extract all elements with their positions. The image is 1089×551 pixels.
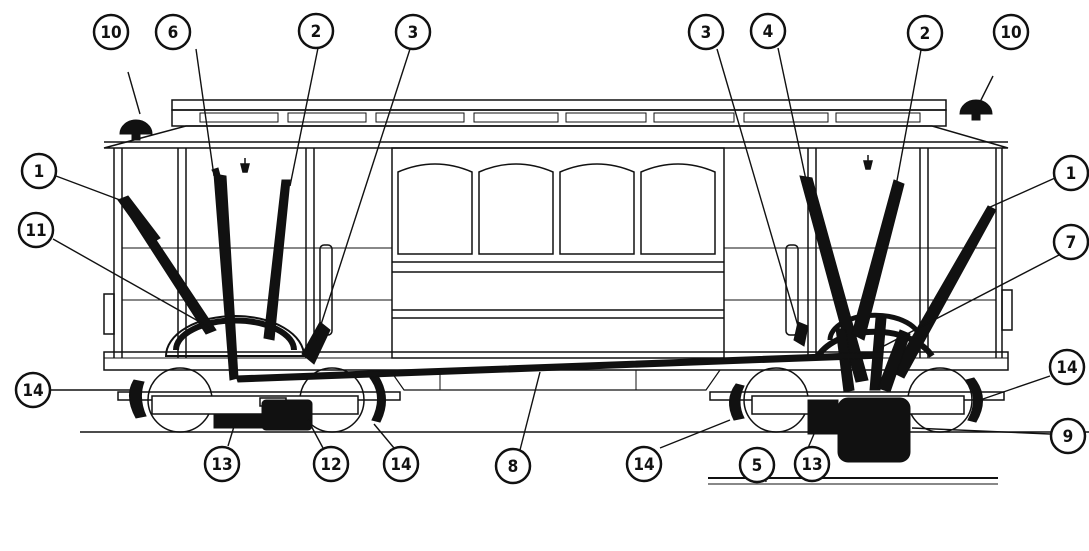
clerestory-windows	[199, 112, 921, 123]
svg-text:11: 11	[25, 221, 46, 241]
svg-text:10: 10	[100, 23, 121, 43]
callout-3-left: 3	[394, 13, 432, 51]
svg-text:12: 12	[320, 455, 341, 475]
svg-text:13: 13	[801, 455, 822, 475]
svg-text:3: 3	[701, 23, 712, 43]
callout-4: 4	[749, 12, 787, 50]
svg-text:14: 14	[633, 455, 654, 475]
callout-12: 12	[312, 445, 350, 483]
arched-windows	[397, 163, 716, 255]
svg-text:13: 13	[211, 455, 232, 475]
callout-2-right: 2	[906, 14, 944, 52]
svg-text:8: 8	[508, 457, 519, 477]
svg-text:7: 7	[1066, 233, 1077, 253]
svg-text:10: 10	[1000, 23, 1021, 43]
svg-text:14: 14	[1056, 358, 1077, 378]
svg-text:6: 6	[168, 23, 179, 43]
callout-13-right: 13	[793, 445, 831, 483]
callouts: 10 6 2 3 3 4 2 10	[14, 12, 1089, 485]
svg-text:1: 1	[34, 162, 45, 182]
callout-9: 9	[1049, 417, 1087, 455]
highlighted-components	[117, 99, 997, 463]
svg-text:14: 14	[22, 381, 43, 401]
callout-10-right: 10	[992, 13, 1030, 51]
callout-14-far-right: 14	[1048, 348, 1086, 386]
svg-text:3: 3	[408, 23, 419, 43]
callout-1-right: 1	[1052, 154, 1089, 192]
svg-text:2: 2	[920, 24, 931, 44]
svg-text:5: 5	[752, 456, 763, 476]
callout-6: 6	[154, 13, 192, 51]
svg-text:4: 4	[763, 22, 774, 42]
callout-11: 11	[17, 211, 55, 249]
svg-text:14: 14	[390, 455, 411, 475]
callout-10-left: 10	[92, 13, 130, 51]
svg-text:9: 9	[1063, 427, 1074, 447]
svg-text:2: 2	[311, 22, 322, 42]
callout-1-left: 1	[20, 152, 58, 190]
callout-3-right: 3	[687, 13, 725, 51]
callout-8: 8	[494, 447, 532, 485]
callout-14-bottom-left: 14	[382, 445, 420, 483]
callout-14-far-left: 14	[14, 371, 52, 409]
leader-lines	[51, 47, 1060, 483]
callout-7: 7	[1052, 223, 1089, 261]
car-body	[103, 99, 1013, 391]
callout-14-bottom-right: 14	[625, 445, 663, 483]
svg-text:1: 1	[1066, 164, 1077, 184]
callout-2-left: 2	[297, 12, 335, 50]
callout-5: 5	[738, 446, 776, 484]
callout-13-left: 13	[203, 445, 241, 483]
